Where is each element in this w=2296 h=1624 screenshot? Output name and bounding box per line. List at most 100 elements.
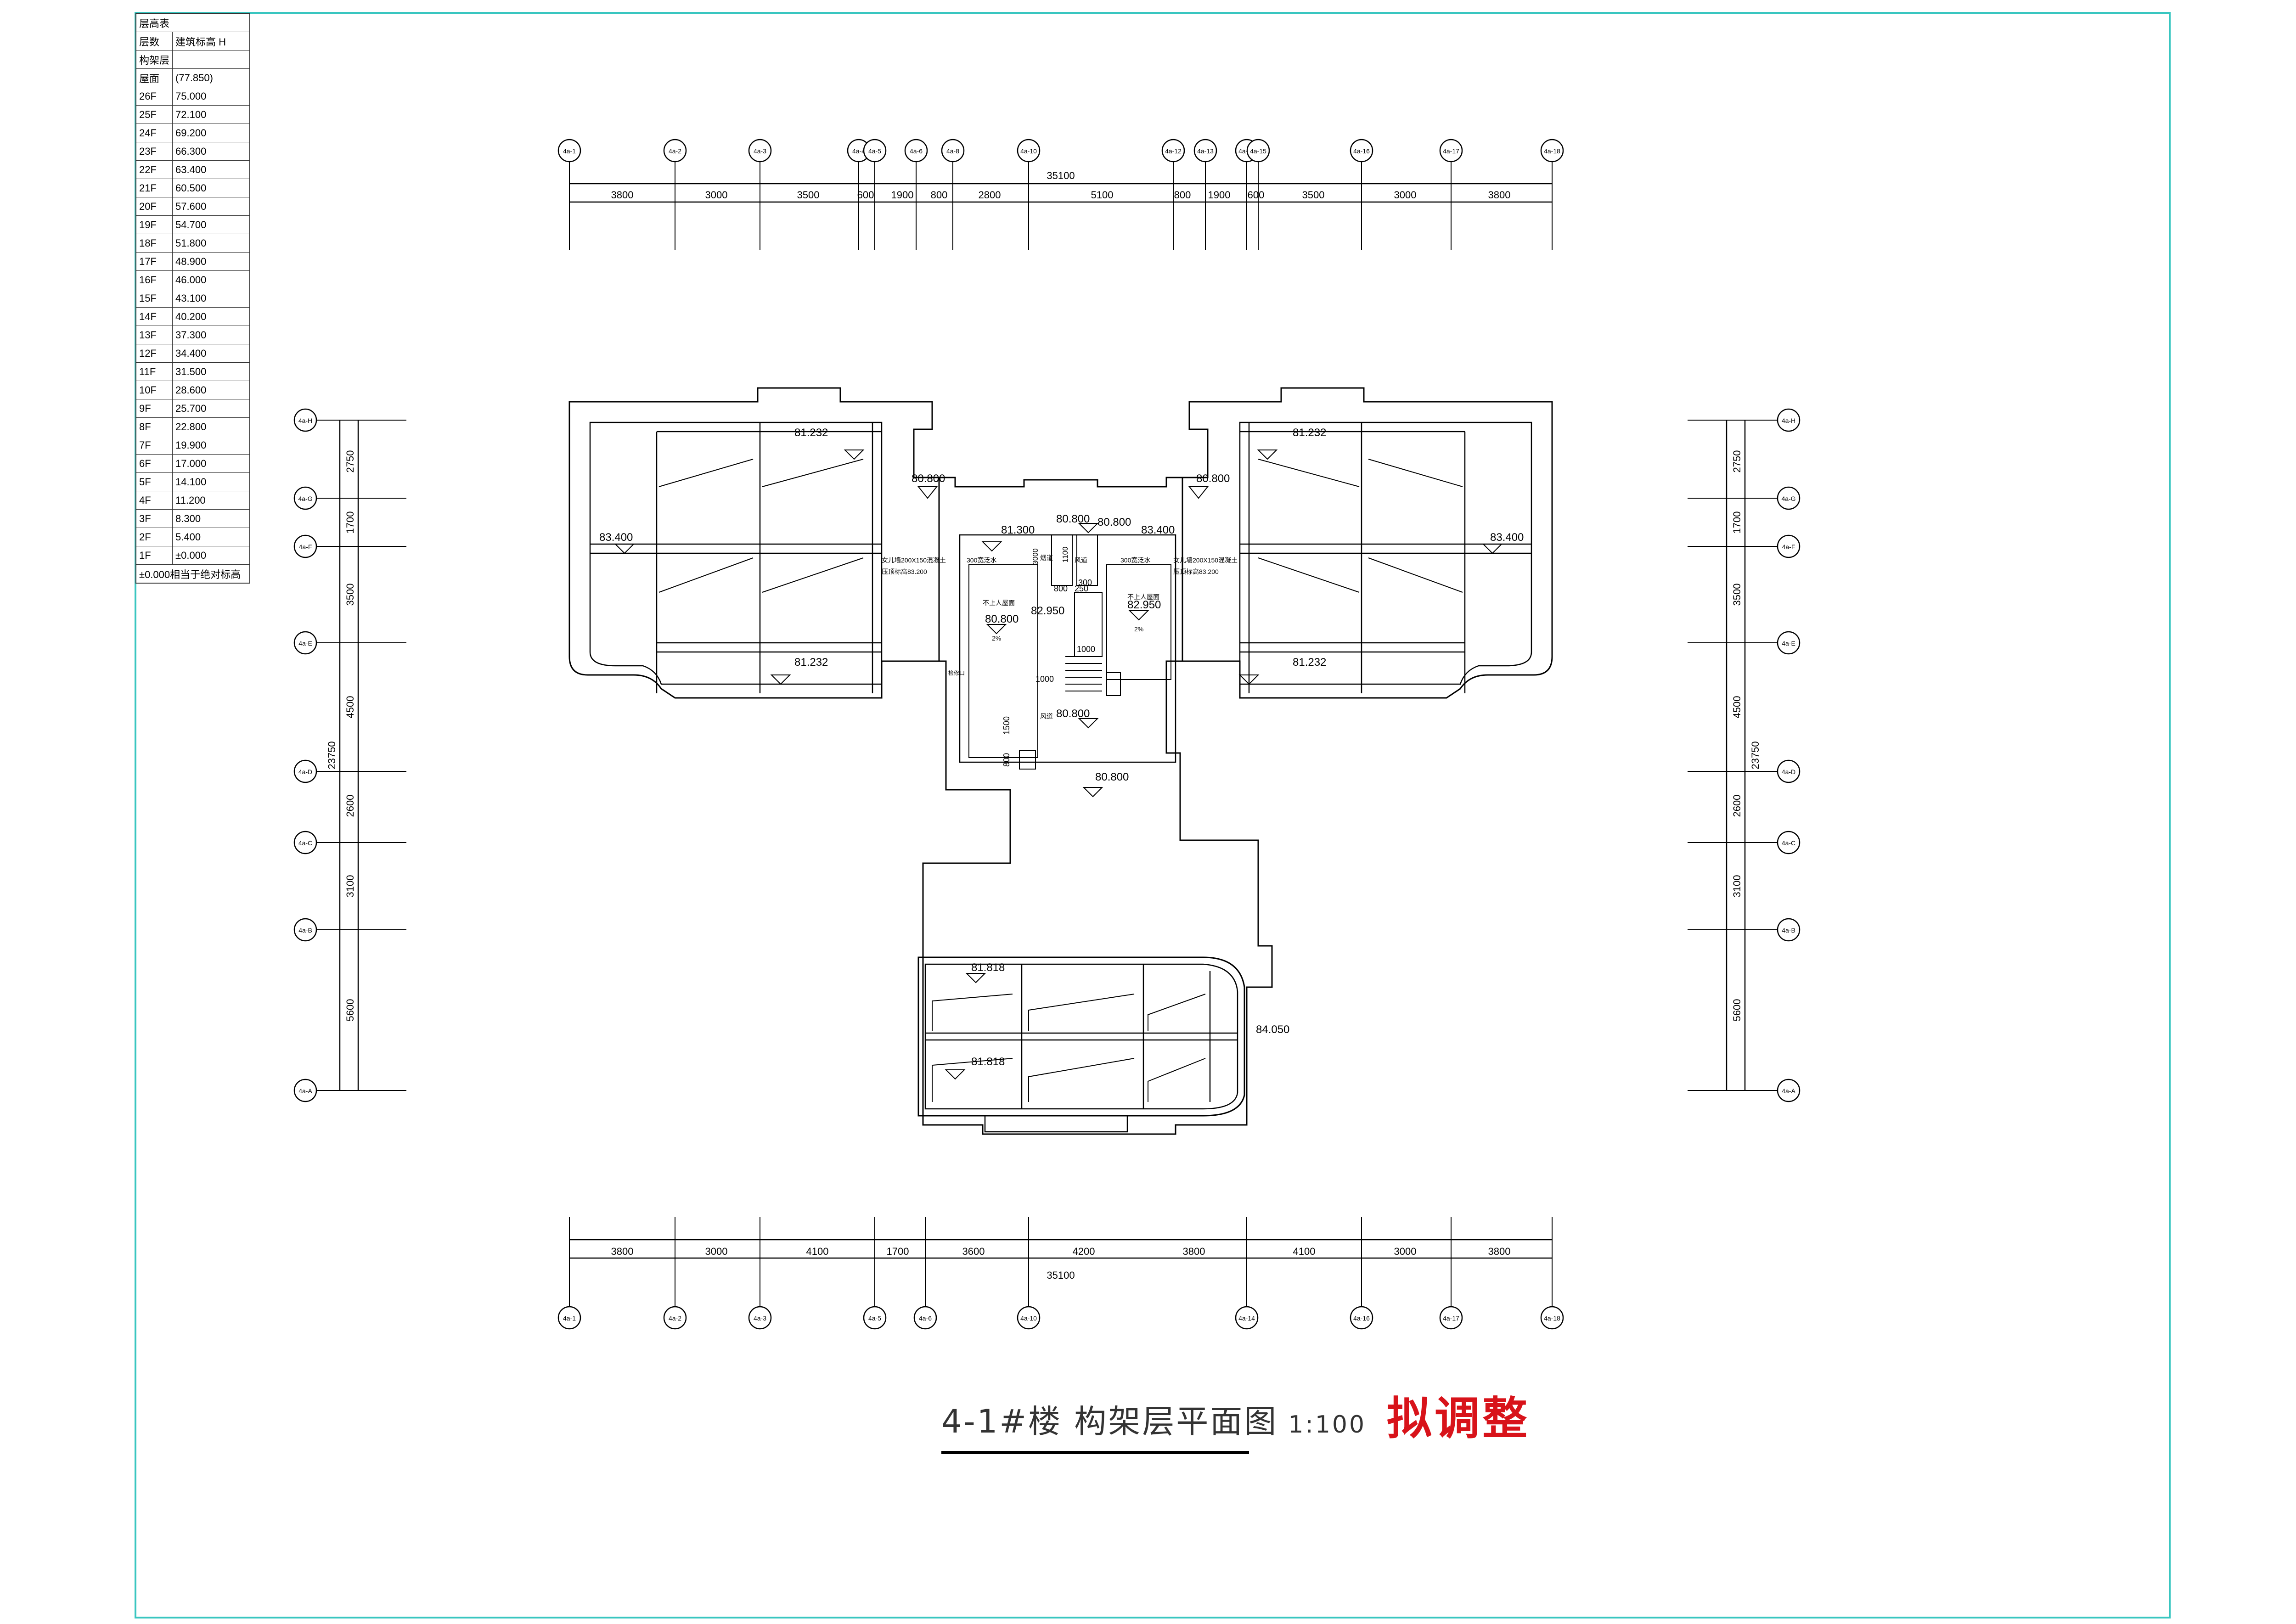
level-floor: 15F — [135, 289, 173, 308]
parapet-note: 压顶标高83.200 — [882, 568, 927, 575]
parapet-note: 女儿墙200X150混凝土 — [1173, 556, 1238, 564]
top-dim: 600 — [857, 189, 874, 201]
left-dim: 3500 — [344, 584, 356, 606]
elevation-label: 81.818 — [971, 961, 1005, 974]
bottom-overall-dim: 35100 — [1047, 1270, 1075, 1281]
axis-bubble — [1439, 139, 1463, 163]
level-elevation: 5.400 — [172, 528, 250, 546]
level-elevation: 22.800 — [172, 417, 250, 436]
level-floor: 14F — [135, 307, 173, 326]
top-dim: 3000 — [705, 189, 728, 201]
axis-bubble — [1777, 408, 1801, 432]
small-notes: 女儿墙200X150混凝土 压顶标高83.200 女儿墙200X150混凝土 压… — [882, 546, 1238, 767]
level-table-header-elev: 建筑标高 H — [172, 32, 250, 51]
axis-bubble — [1017, 139, 1041, 163]
roof-note: 不上人屋面 — [1127, 593, 1159, 601]
axis-bubble — [557, 139, 581, 163]
level-table-subheader — [172, 50, 250, 69]
axis-label: 4a-B — [1782, 927, 1795, 934]
shaft-note: 风道 — [1075, 556, 1087, 564]
level-floor: 5F — [135, 472, 173, 491]
axis-bubble — [293, 534, 317, 558]
axis-bubble — [293, 831, 317, 854]
core-dim: 250 — [1075, 584, 1088, 593]
bottom-dim: 3800 — [1488, 1246, 1511, 1257]
axis-bubble — [1161, 139, 1185, 163]
axis-bubble — [748, 1306, 772, 1330]
core-dim: 1100 — [1062, 546, 1069, 562]
axis-label: 4a-E — [298, 640, 312, 647]
level-floor: 18F — [135, 234, 173, 253]
slope-note: 2% — [992, 635, 1001, 642]
axis-label: 4a-13 — [1197, 147, 1214, 155]
level-elevation: 37.300 — [172, 326, 250, 344]
axis-bubble — [941, 139, 965, 163]
level-elevation: 48.900 — [172, 252, 250, 271]
elevation-label: 84.050 — [1256, 1023, 1289, 1036]
bottom-dim: 3600 — [962, 1246, 985, 1257]
axis-bubble — [863, 1306, 887, 1330]
elevation-label: 81.232 — [1293, 656, 1326, 669]
elevation-label: 81.232 — [1293, 427, 1326, 439]
level-elevation: 69.200 — [172, 124, 250, 142]
dimension-lines — [339, 183, 1746, 1259]
level-floor: 23F — [135, 142, 173, 161]
core-dim: 1000 — [1077, 645, 1095, 654]
level-elevation: 40.200 — [172, 307, 250, 326]
elevation-label: 81.232 — [794, 656, 828, 669]
axis-label: 4a-H — [1782, 417, 1795, 424]
roof-note: 不上人屋面 — [983, 599, 1015, 607]
axis-bubble — [293, 631, 317, 655]
level-elevation: 43.100 — [172, 289, 250, 308]
right-segment-dims: 2750 1700 3500 4500 2600 3100 5600 23750 — [1731, 450, 1761, 1022]
title-underline — [941, 1451, 1249, 1454]
level-elevation: 31.500 — [172, 362, 250, 381]
bottom-axis-ticks — [569, 1217, 1553, 1307]
axis-bubble — [1777, 534, 1801, 558]
shaft-note: 烟道 — [1040, 554, 1053, 562]
elevation-label: 80.800 — [1196, 472, 1230, 485]
left-axis-bubbles: 4a-H4a-G4a-F4a-E4a-D4a-C4a-B4a-A — [293, 408, 317, 1102]
axis-bubble — [293, 759, 317, 783]
elevation-label: 83.400 — [1490, 531, 1524, 544]
level-floor: 22F — [135, 160, 173, 179]
axis-bubble — [904, 139, 928, 163]
top-dim: 800 — [1174, 189, 1191, 201]
level-floor: 13F — [135, 326, 173, 344]
bottom-dim: 3000 — [1394, 1246, 1417, 1257]
axis-bubble — [1017, 1306, 1041, 1330]
elevation-label: 80.800 — [1097, 516, 1131, 528]
axis-label: 4a-D — [298, 768, 312, 775]
bottom-segment-dims: 3800 3000 4100 1700 3600 4200 3800 4100 … — [611, 1246, 1511, 1257]
core-dim: 3000 — [1032, 548, 1040, 565]
right-axis-bubbles: 4a-H4a-G4a-F4a-E4a-D4a-C4a-B4a-A — [1777, 408, 1801, 1102]
axis-label: 4a-8 — [946, 147, 959, 155]
axis-label: 4a-B — [298, 927, 312, 934]
axis-bubble — [663, 139, 687, 163]
shaft-note: 风道 — [1040, 713, 1053, 720]
level-floor: 25F — [135, 105, 173, 124]
core-dim: 300 — [1078, 578, 1092, 587]
level-elevation: 11.200 — [172, 491, 250, 510]
level-table-subheader: 构架层 — [135, 50, 173, 69]
axis-bubble — [1540, 139, 1564, 163]
top-dim: 1900 — [891, 189, 914, 201]
level-elevation: 46.000 — [172, 270, 250, 289]
level-elevation: 8.300 — [172, 509, 250, 528]
flashing-note: 300宽泛水 — [967, 556, 996, 564]
level-floor: 21F — [135, 179, 173, 197]
right-dim: 1700 — [1731, 511, 1743, 534]
elevation-label: 80.800 — [1095, 771, 1129, 783]
bottom-dim: 4100 — [1293, 1246, 1316, 1257]
axis-bubble — [1777, 631, 1801, 655]
level-table-title: 层高表 — [135, 13, 250, 32]
bottom-dim: 3800 — [611, 1246, 634, 1257]
elevation-label: 83.400 — [599, 531, 633, 544]
